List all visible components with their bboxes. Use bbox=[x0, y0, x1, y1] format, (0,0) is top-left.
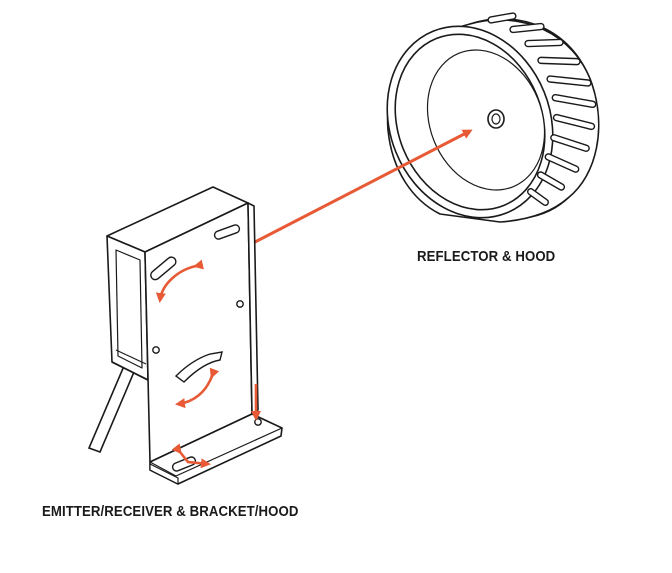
sensor-cable bbox=[87, 364, 136, 454]
slide-arrow-foot bbox=[171, 443, 211, 469]
beam-arrow bbox=[254, 129, 473, 244]
reflector-inner-disc bbox=[426, 49, 546, 191]
rotate-arrow-lower bbox=[175, 367, 220, 409]
emitter-label: EMITTER/RECEIVER & BRACKET/HOOD bbox=[42, 503, 299, 520]
reflector-center-hole-inner bbox=[491, 113, 501, 125]
reflector-grip-ribs bbox=[487, 12, 597, 206]
adjustment-arrows bbox=[155, 259, 261, 469]
emitter-housing bbox=[106, 186, 249, 381]
mounting-bracket bbox=[144, 202, 283, 485]
reflector-label: REFLECTOR & HOOD bbox=[417, 248, 556, 265]
rotate-arrow-upper bbox=[155, 259, 204, 303]
